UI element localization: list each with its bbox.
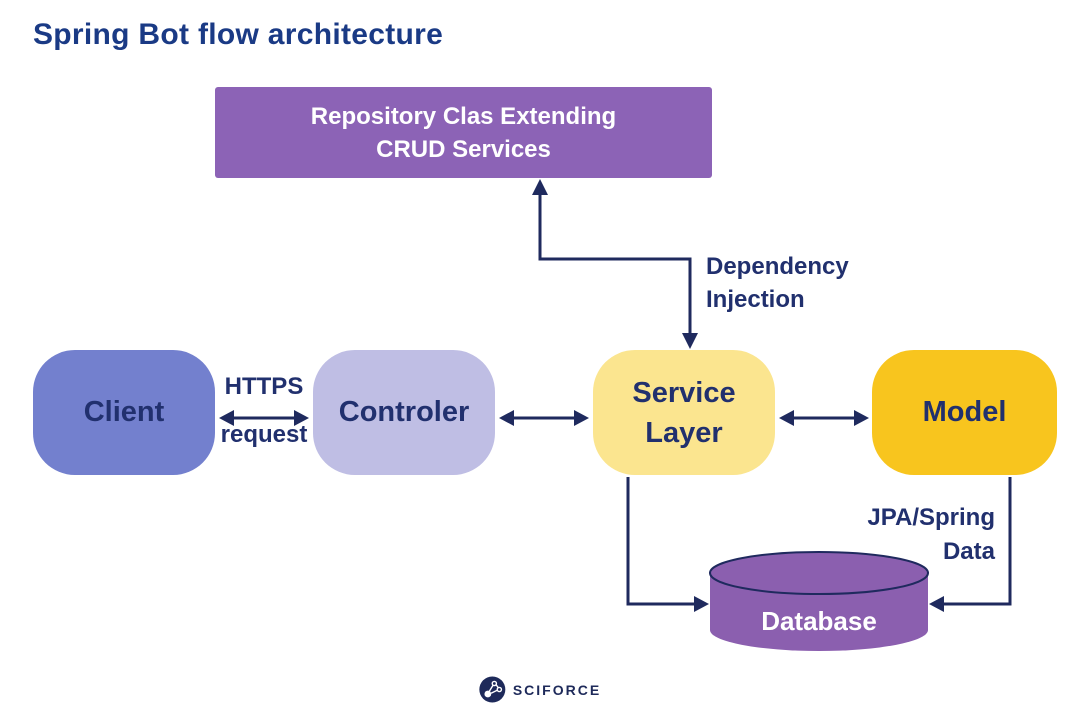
node-model: Model — [872, 350, 1057, 475]
service-layer-label-line2: Layer — [645, 416, 723, 449]
controller-label: Controler — [338, 396, 470, 428]
model-label: Model — [922, 396, 1007, 428]
edge-label-dependency: Dependency — [706, 253, 849, 280]
edge-label-injection: Injection — [706, 286, 805, 313]
arrow-model-database — [929, 477, 1012, 612]
cylinder-top — [709, 551, 929, 595]
database-label: Database — [761, 606, 877, 636]
sciforce-wordmark: SCIFORCE — [512, 681, 602, 698]
arrow-controller-service — [499, 410, 589, 426]
arrow-dependency-injection — [532, 179, 698, 349]
edge-label-jpa-spring: JPA/Spring — [867, 504, 995, 531]
client-label: Client — [83, 396, 165, 428]
database-cylinder — [709, 551, 929, 651]
sciforce-molecule-icon — [479, 676, 506, 703]
sciforce-logo: SCIFORCE — [479, 676, 601, 703]
service-layer-label-line1: Service — [632, 376, 736, 409]
node-repository: Repository Clas Extending CRUD Services — [215, 87, 712, 178]
edge-label-request: request — [220, 421, 308, 448]
edge-label-data: Data — [942, 538, 995, 565]
edge-label-https: HTTPS — [224, 373, 304, 400]
repository-label-line1: Repository Clas Extending — [310, 102, 617, 130]
arrow-service-database — [626, 477, 709, 612]
arrow-client-controller — [219, 410, 309, 426]
repository-label-line2: CRUD Services — [376, 135, 551, 163]
diagram-title: Spring Bot flow architecture — [33, 18, 444, 51]
node-client: Client — [33, 350, 215, 475]
arrow-service-model — [779, 410, 869, 426]
node-controller: Controler — [313, 350, 495, 475]
node-service-layer: Service Layer — [593, 350, 775, 475]
